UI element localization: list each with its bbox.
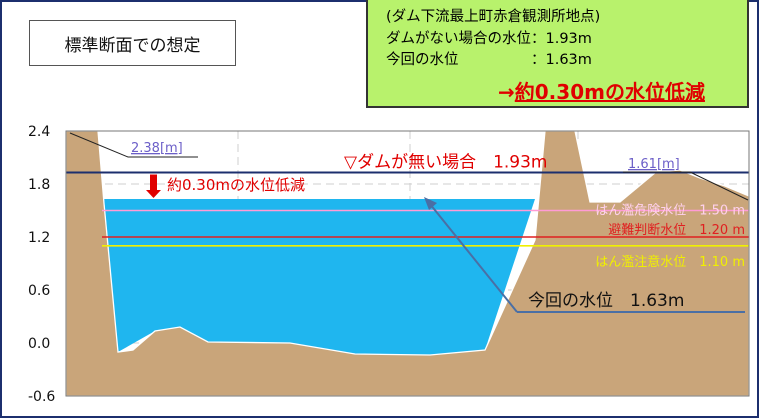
info-box: (ダム下流最上町赤倉観測所地点) ダムがない場合の水位：1.93m 今回の水位 …	[366, 0, 749, 108]
level-label-evacuation: 避難判断水位 1.20 m	[608, 223, 745, 238]
level-label-caution: はん濫注意水位 1.10 m	[595, 254, 745, 270]
page-title: 標準断面での想定	[29, 20, 236, 66]
current-level-pointer-head	[424, 197, 437, 210]
reduction-arrow-shaft	[150, 174, 157, 192]
level-label-no-dam: ▽ダムが無い場合 1.93m	[344, 153, 548, 173]
plot-border	[65, 130, 750, 397]
y-tick-label: 0.0	[28, 336, 50, 352]
info-no-dam-level: ダムがない場合の水位：1.93m	[386, 31, 592, 47]
bank-label-left: 2.38[m]	[131, 141, 183, 156]
y-tick-label: 1.2	[28, 230, 50, 246]
info-current-level: 今回の水位 ：1.63m	[386, 52, 592, 68]
current-level-pointer	[429, 203, 518, 313]
info-result: →約0.30mの水位低減	[498, 76, 705, 105]
info-station: (ダム下流最上町赤倉観測所地点)	[386, 9, 601, 25]
reduction-label: 約0.30mの水位低減	[167, 176, 305, 194]
bank-label-right: 1.61[m]	[628, 157, 680, 172]
bank-marker-left	[69, 132, 198, 158]
bank-marker-right	[623, 171, 749, 201]
result-arrow: →	[498, 80, 515, 104]
y-tick-label: -0.6	[28, 389, 55, 405]
current-level-label: 今回の水位 1.63m	[528, 291, 684, 311]
y-tick-label: 0.6	[28, 283, 50, 299]
y-tick-label: 1.8	[28, 177, 50, 193]
reduction-arrow-head	[146, 190, 161, 199]
ground-cross-section	[65, 130, 750, 397]
water-area	[104, 199, 535, 355]
y-tick-label: 2.4	[28, 124, 50, 140]
result-text: 約0.30mの水位低減	[514, 80, 705, 104]
level-label-danger: はん濫危険水位 1.50 m	[595, 204, 745, 219]
